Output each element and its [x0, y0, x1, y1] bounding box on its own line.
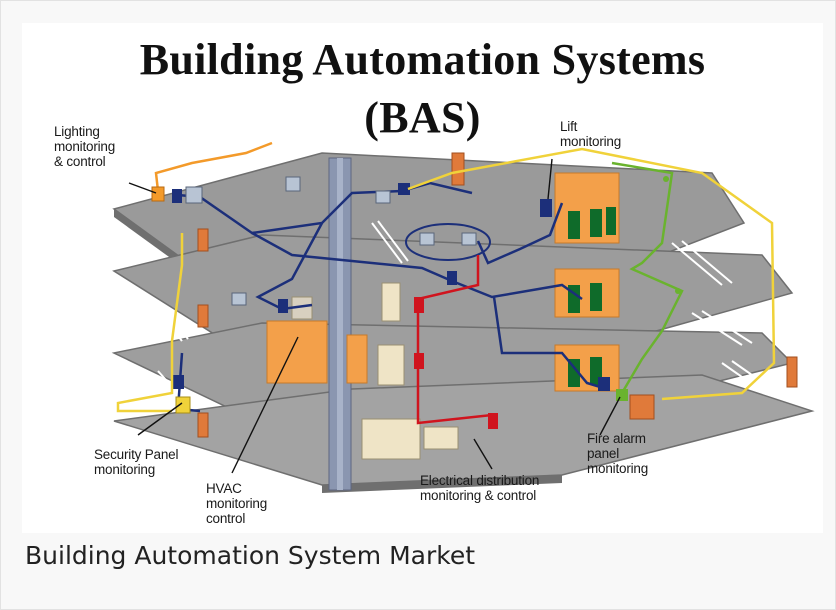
security-panel-label: Security Panel monitoring: [94, 447, 179, 477]
electrical-cabinets: [291, 282, 459, 460]
image-caption: Building Automation System Market: [25, 541, 476, 570]
elevator-shaft: [328, 157, 352, 491]
lighting-control-box: [151, 186, 165, 202]
lift-label: Lift monitoring: [560, 119, 622, 149]
bas-diagram: Building Automation Systems (BAS) Lighti…: [22, 23, 823, 533]
fire-alarm-wiring: [611, 161, 684, 394]
electrical-distribution-label: Electrical distribution monitoring & con…: [420, 473, 540, 503]
network-wiring: [176, 181, 608, 413]
callout-lines: [128, 158, 621, 474]
diagram-subtitle: (BAS): [364, 93, 481, 142]
yellow-cabling: [116, 147, 776, 413]
building-illustration: [111, 141, 815, 493]
ground-floor-edge: [322, 475, 562, 493]
security-panel-box: [175, 396, 191, 414]
network-ring: [405, 223, 491, 261]
fire-alarm-label: Fire alarm panel monitoring: [587, 431, 649, 476]
lighting-label: Lighting monitoring & control: [54, 124, 116, 169]
lighting-wiring: [154, 141, 273, 192]
computers: [185, 176, 477, 306]
diagram-title: Building Automation Systems: [139, 35, 706, 84]
electrical-nodes: [414, 297, 498, 429]
hvac-label: HVAC monitoring control: [206, 481, 268, 526]
hvac-unit: [266, 320, 328, 384]
doors: [197, 152, 798, 438]
network-nodes: [172, 183, 610, 391]
lift-cabin-mid: [554, 268, 620, 318]
